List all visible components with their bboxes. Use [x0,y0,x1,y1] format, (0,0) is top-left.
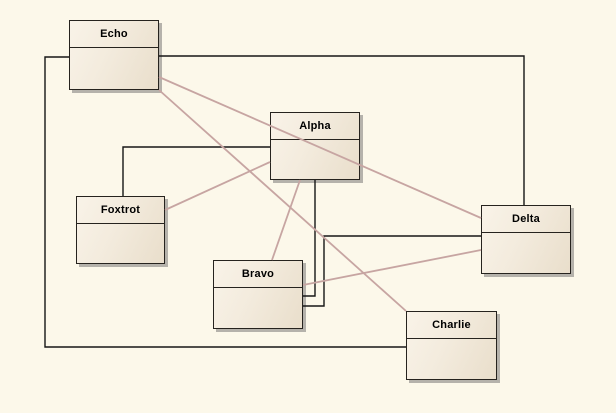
node-label: Bravo [241,268,275,280]
node-title-compartment: Foxtrot [77,197,164,224]
connector-foxtrot-alpha-direct[interactable] [164,161,271,211]
node-label: Alpha [299,120,331,132]
node-body-compartment [214,288,302,328]
node-title-compartment: Delta [482,206,570,233]
connector-alpha-bravo-orthogonal[interactable] [303,180,316,297]
node-title-compartment: Alpha [271,113,359,140]
node-alpha[interactable]: Alpha [270,112,360,180]
node-body-compartment [77,224,164,263]
node-label: Delta [512,213,540,225]
node-foxtrot[interactable]: Foxtrot [76,196,165,264]
node-title-compartment: Charlie [407,312,496,339]
node-title-compartment: Bravo [214,261,302,288]
node-label: Echo [100,28,128,40]
node-label: Foxtrot [100,204,141,216]
node-body-compartment [271,140,359,179]
connector-foxtrot-alpha-orthogonal[interactable] [122,146,270,196]
node-body-compartment [482,233,570,273]
connector-alpha-bravo-direct[interactable] [271,179,301,261]
node-charlie[interactable]: Charlie [406,311,497,380]
node-body-compartment [70,48,158,89]
node-echo[interactable]: Echo [69,20,159,90]
node-body-compartment [407,339,496,379]
connector-bravo-delta-direct[interactable] [302,249,482,286]
node-delta[interactable]: Delta [481,205,571,274]
node-bravo[interactable]: Bravo [213,260,303,329]
node-title-compartment: Echo [70,21,158,48]
node-label: Charlie [432,319,471,331]
connector-bravo-delta-orthogonal[interactable] [303,235,481,307]
